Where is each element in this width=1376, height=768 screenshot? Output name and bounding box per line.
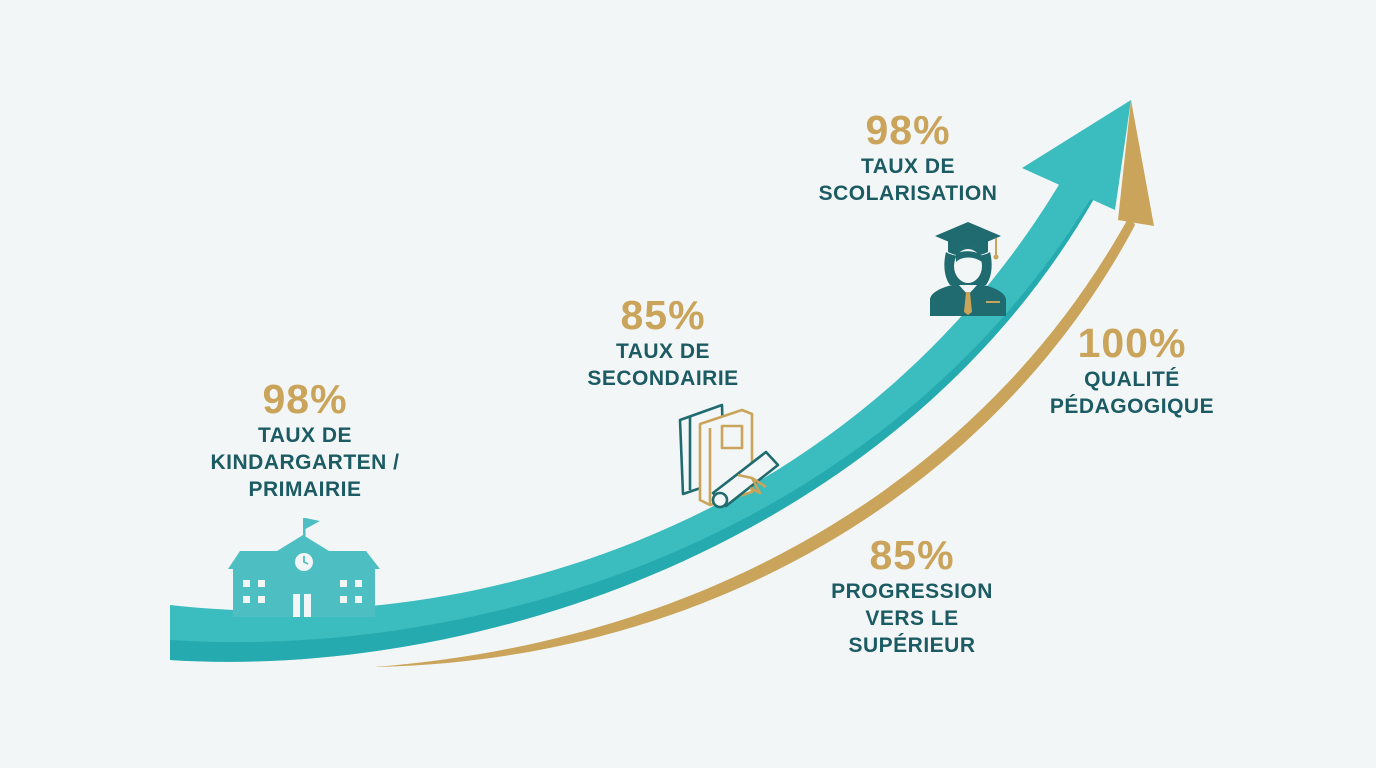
stat-label-line: TAUX DE [615,340,711,363]
stat-higher-education: 85% PROGRESSION VERS LE SUPÉRIEUR [802,532,1022,659]
stat-label-line: PÉDAGOGIQUE [1049,395,1215,418]
stat-label-line: PROGRESSION [831,580,993,603]
stat-percent: 98% [262,376,348,422]
stat-label-line: SUPÉRIEUR [848,634,976,657]
gold-growth-arrow [375,100,1154,667]
school-building-icon [228,518,380,617]
stat-teaching-quality: 100% QUALITÉ PÉDAGOGIQUE [1022,320,1242,420]
stat-label-line: TAUX DE [257,424,353,447]
stat-percent: 85% [869,532,955,578]
stat-label-line: PRIMAIRIE [248,478,362,501]
stat-percent: 85% [620,292,706,338]
stat-label-line: KINDARGARTEN / [210,451,400,474]
stat-label-line: QUALITÉ [1084,368,1180,391]
stat-label-line: TAUX DE [860,155,956,178]
stat-label-line: SCOLARISATION [818,182,998,205]
books-diploma-icon [678,403,780,509]
graduate-icon [930,222,1006,316]
stat-percent: 98% [865,107,951,153]
stat-label-line: SECONDAIRIE [587,367,739,390]
stat-label-line: VERS LE [865,607,959,630]
stat-secondary-school: 85% TAUX DE SECONDAIRIE [553,292,773,392]
stat-primary-school: 98% TAUX DE KINDARGARTEN / PRIMAIRIE [185,376,425,503]
stat-percent: 100% [1077,320,1187,366]
stat-enrollment: 98% TAUX DE SCOLARISATION [793,107,1023,207]
